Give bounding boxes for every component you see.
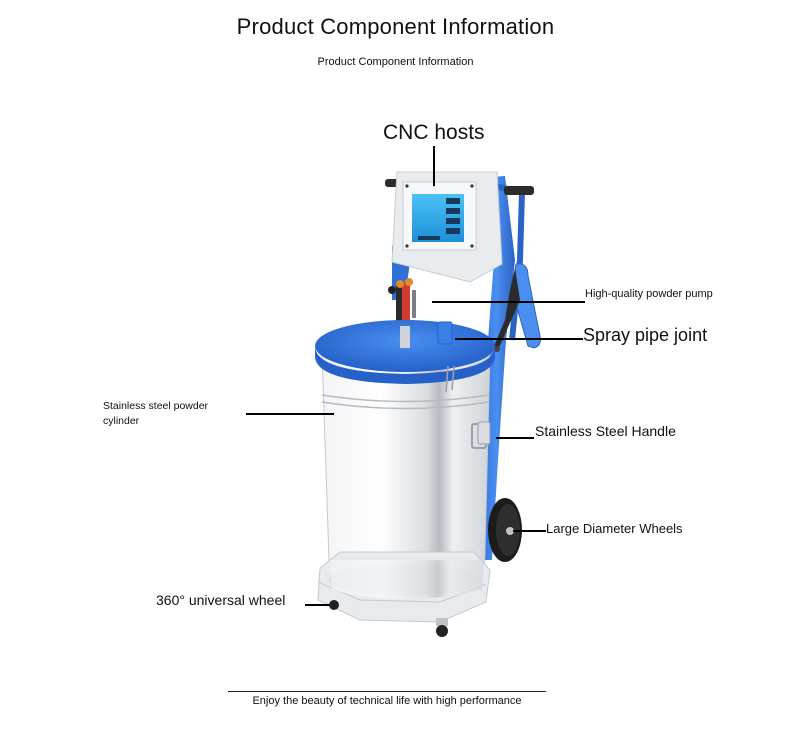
powder-cylinder <box>315 320 495 601</box>
callout-steel-handle: Stainless Steel Handle <box>535 423 676 439</box>
page-title: Product Component Information <box>236 14 555 39</box>
large-wheel-icon <box>488 498 522 562</box>
callout-cnc-hosts: CNC hosts <box>383 121 485 144</box>
footer-divider <box>228 691 546 692</box>
footer-tagline: Enjoy the beauty of technical life with … <box>252 695 522 707</box>
callout-powder-pump: High-quality powder pump <box>585 288 713 300</box>
callout-spray-pipe-joint: Spray pipe joint <box>583 325 708 345</box>
callout-powder-cylinder: Stainless steel powder cylinder <box>103 400 209 427</box>
page-subtitle: Product Component Information <box>317 56 474 68</box>
control-box <box>391 171 503 283</box>
base-tray <box>317 551 491 623</box>
callout-lines <box>246 146 585 606</box>
callout-universal-wheel: 360° universal wheel <box>156 592 286 608</box>
spray-gun <box>494 263 541 352</box>
universal-wheel-icon <box>329 600 448 637</box>
callout-large-wheels: Large Diameter Wheels <box>546 521 683 536</box>
